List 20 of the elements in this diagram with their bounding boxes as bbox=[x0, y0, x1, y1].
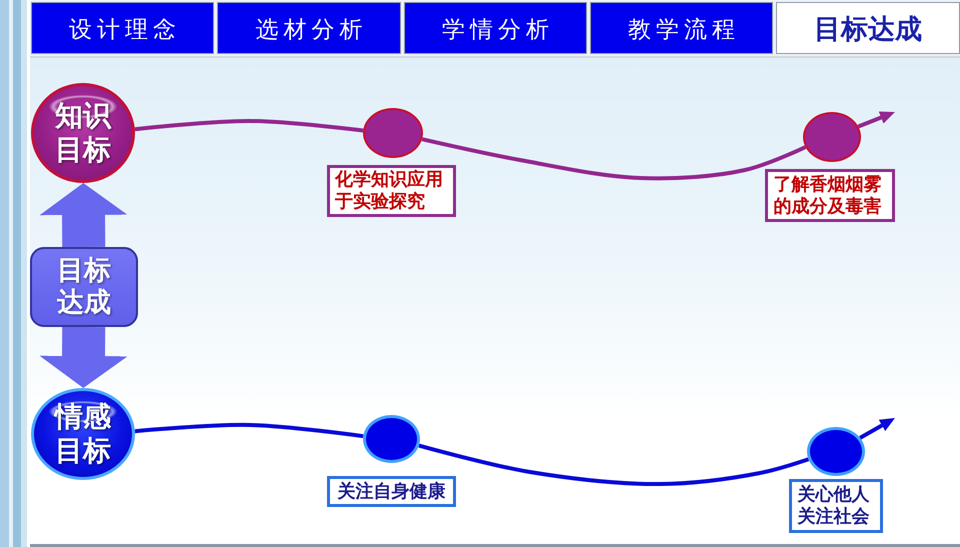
curve-line bbox=[418, 444, 810, 486]
milestone-dot bbox=[807, 427, 865, 476]
nav-tab: 学情分析 bbox=[404, 2, 587, 54]
curve-arrow bbox=[858, 112, 895, 128]
hub-box: 目标达成 bbox=[30, 247, 138, 327]
curve-arrow bbox=[859, 418, 895, 440]
milestone-dot bbox=[803, 112, 861, 162]
active-tab: 目标达成 bbox=[776, 2, 960, 54]
nav-tab: 设计理念 bbox=[31, 2, 214, 54]
note-box: 了解香烟烟雾的成分及毒害 bbox=[765, 169, 895, 222]
note-box: 化学知识应用于实验探究 bbox=[327, 165, 456, 217]
curve-line bbox=[134, 422, 364, 438]
curve-line bbox=[422, 137, 806, 180]
note-box: 关注自身健康 bbox=[327, 476, 456, 507]
note-box: 关心他人关注社会 bbox=[789, 479, 883, 533]
curve-line bbox=[134, 119, 364, 132]
nav-tab: 选材分析 bbox=[217, 2, 401, 54]
goal-circle: 知识目标 bbox=[31, 83, 135, 183]
goal-circle: 情感目标 bbox=[31, 388, 135, 480]
nav-tab: 教学流程 bbox=[590, 2, 773, 54]
